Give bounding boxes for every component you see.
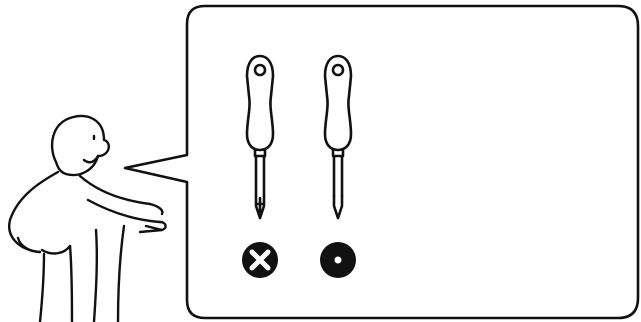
screwdriver-handle-hole	[253, 63, 267, 77]
screwdriver-shaft	[332, 154, 344, 198]
person-head	[50, 114, 110, 177]
screwdriver-ferrule	[253, 148, 267, 158]
screwdriver-ferrule	[331, 148, 345, 158]
person-arm-upper	[86, 198, 162, 224]
screwdriver-handle	[245, 54, 275, 152]
assembly-instruction-person-icon	[8, 114, 167, 322]
person-back	[116, 224, 126, 322]
person-leg-right	[92, 228, 99, 322]
screwdriver-flathead-icon	[323, 54, 353, 220]
person-torso-left	[8, 170, 60, 254]
person-leg-mid	[68, 244, 74, 322]
person-torso-right	[78, 174, 152, 206]
person-leg-left	[38, 252, 46, 322]
screwdriver-handle-hole	[331, 63, 345, 77]
person-body-side	[40, 244, 72, 255]
person-smile	[82, 154, 100, 164]
screwdriver-phillips-icon	[245, 54, 275, 220]
screwdriver-handle	[323, 54, 353, 152]
dot-circle-icon	[320, 242, 356, 278]
screwdriver-flathead-tip	[332, 194, 344, 220]
cross-circle-icon	[242, 242, 278, 278]
person-hand-fingers	[138, 202, 167, 234]
screwdriver-shaft	[254, 154, 266, 198]
screwdriver-phillips-tip	[254, 194, 266, 220]
person-arm-waist	[16, 236, 42, 254]
instruction-panel	[123, 4, 640, 320]
